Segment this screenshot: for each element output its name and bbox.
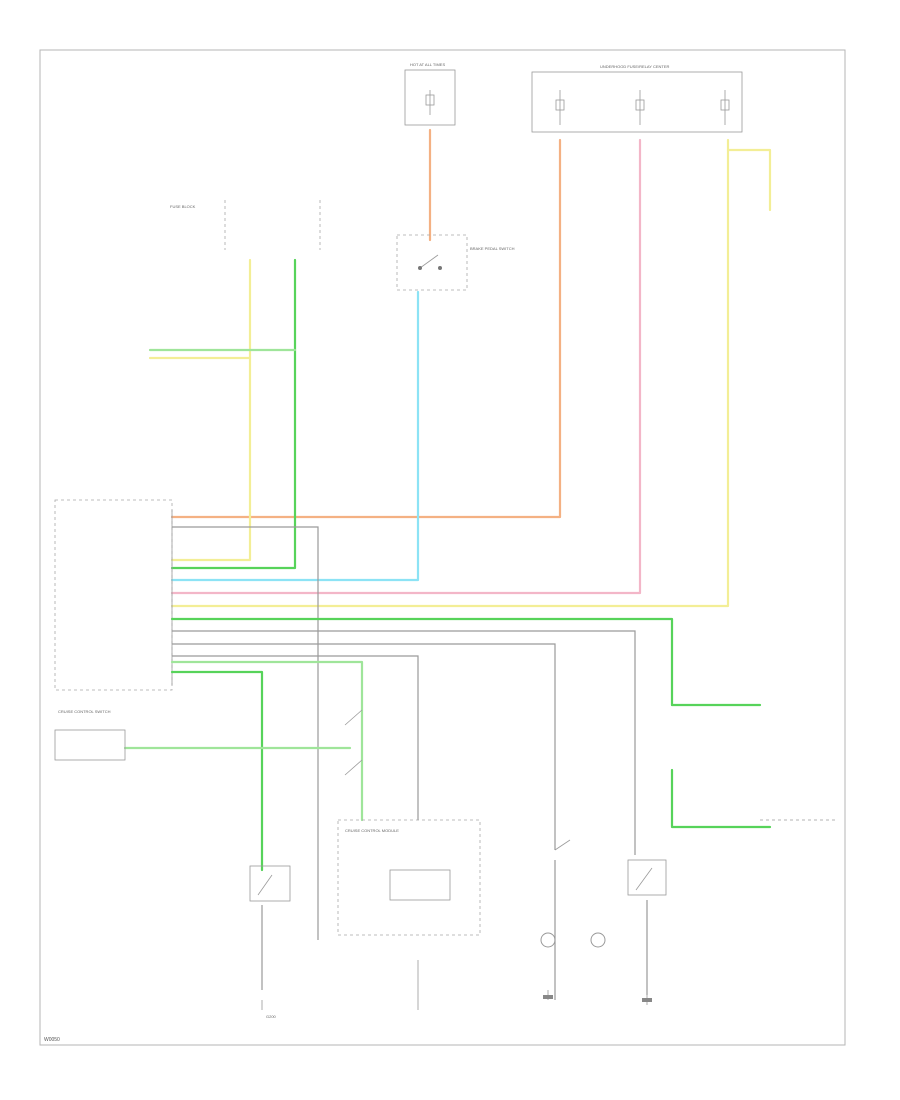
cruise-switch-symbol — [344, 709, 363, 776]
wire-yellow-branch — [726, 148, 772, 212]
release-switch — [249, 865, 291, 990]
label-module: CRUISE CONTROL MODULE — [345, 828, 399, 833]
brake-pedal-switch — [396, 234, 468, 291]
fuse-box-top-right — [531, 71, 743, 133]
wire-gray-4 — [172, 655, 419, 820]
diagram-code: W0050 — [44, 1037, 60, 1043]
wire-green-left — [170, 258, 297, 570]
lamp-1 — [540, 932, 556, 948]
brake-switch-lower — [554, 839, 571, 1000]
diagram-frame — [39, 49, 846, 1046]
wire-green-lower-2 — [170, 670, 264, 872]
label-fuse-top: HOT AT ALL TIMES — [410, 62, 445, 67]
wire-green-bottom-right-2 — [670, 768, 772, 829]
wire-pink — [170, 138, 642, 595]
wire-gray-3 — [172, 643, 556, 850]
clutch-switch — [627, 859, 667, 995]
wire-green-lower-1 — [170, 660, 364, 822]
label-cruise-switch: CRUISE CONTROL SWITCH — [58, 709, 111, 714]
vehicle-speed-sensor — [54, 729, 126, 761]
control-module-center — [337, 819, 481, 936]
label-brake-switch: BRAKE PEDAL SWITCH — [470, 246, 515, 251]
wire-gray-1 — [172, 526, 319, 940]
label-ground: G200 — [266, 1014, 277, 1019]
wire-yellow-right — [170, 138, 730, 608]
label-fuse-block: FUSE BLOCK — [170, 204, 196, 209]
wire-yellow-left — [170, 258, 252, 562]
wire-orange-battery — [170, 138, 562, 519]
wire-gray-2 — [172, 630, 636, 855]
label-underhood: UNDERHOOD FUSE/RELAY CENTER — [600, 64, 670, 69]
wire-green-right — [170, 617, 674, 707]
fuse-box-top-center — [404, 69, 456, 126]
lamp-2 — [590, 932, 606, 948]
cruise-control-module — [54, 499, 173, 691]
ground-symbols — [261, 960, 652, 1010]
wire-cyan — [170, 290, 420, 582]
